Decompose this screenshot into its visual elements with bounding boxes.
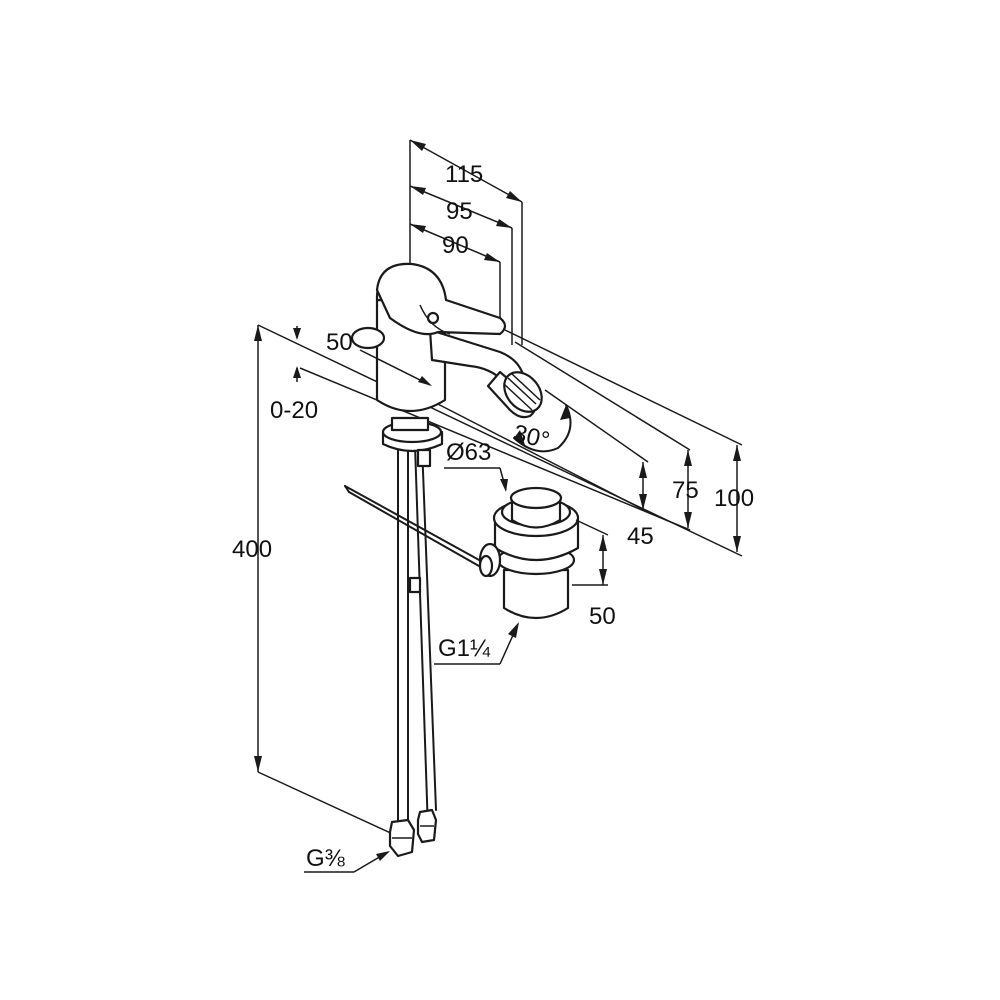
pull-rod: [344, 485, 491, 571]
rotation-marker: [513, 404, 572, 453]
label-height-45: 45: [627, 523, 654, 550]
label-supply-thread: G⅜: [306, 845, 346, 872]
waste-valve: [478, 486, 609, 619]
label-waste-thread: G1¼: [438, 635, 491, 662]
label-height-100: 100: [714, 485, 754, 512]
hose-length-dimension: [254, 325, 396, 836]
flexible-hoses: [397, 439, 437, 831]
supply-connectors: [388, 808, 438, 858]
label-waste-50: 50: [589, 603, 616, 630]
label-rotation: 30°: [511, 420, 553, 455]
label-adjustment: 0-20: [270, 397, 318, 424]
height-reference-lines: [257, 324, 743, 557]
dimension-labels: 115 95 90 50 0-20 30° Ø63 75 100 45 400 …: [232, 161, 754, 872]
label-hose-400: 400: [232, 536, 272, 563]
top-dimension-lines: [409, 139, 523, 345]
label-width-90: 90: [442, 232, 469, 259]
label-width-95: 95: [446, 198, 473, 225]
label-lever-50: 50: [326, 329, 353, 356]
aerator: [503, 371, 543, 413]
label-diameter: Ø63: [446, 439, 491, 466]
leader-lines: [304, 349, 519, 873]
adjustment-marks: [293, 326, 301, 382]
label-height-75: 75: [672, 477, 699, 504]
label-width-115: 115: [445, 161, 483, 188]
